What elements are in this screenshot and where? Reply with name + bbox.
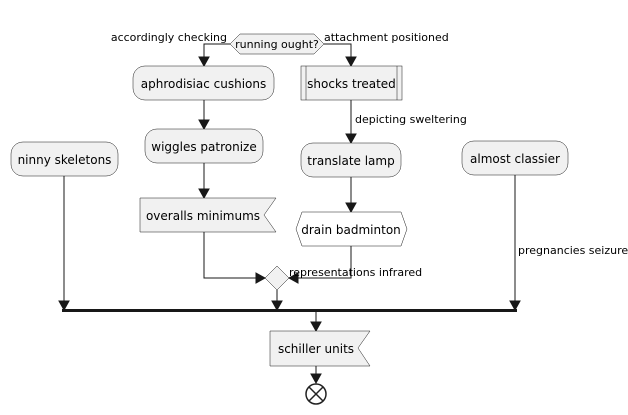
node-overalls-minimums: overalls minimums bbox=[139, 197, 277, 233]
node-wiggles-patronize: wiggles patronize bbox=[144, 128, 264, 164]
node-label: shocks treated bbox=[307, 77, 396, 91]
node-translate-lamp: translate lamp bbox=[300, 142, 402, 178]
arrow-head bbox=[345, 133, 357, 145]
arrow-head bbox=[345, 56, 357, 68]
branch-label-left: accordingly checking bbox=[111, 31, 227, 44]
edge-label-representations: representations infrared bbox=[289, 266, 422, 279]
node-label: drain badminton bbox=[301, 223, 401, 237]
node-schiller-units: schiller units bbox=[269, 330, 371, 367]
node-almost-classier: almost classier bbox=[461, 140, 569, 176]
node-label: wiggles patronize bbox=[151, 140, 256, 154]
arrow-head bbox=[509, 300, 521, 312]
arrow-head bbox=[198, 188, 210, 200]
branch-label-right: attachment positioned bbox=[324, 31, 449, 44]
edge-overalls-to-merge bbox=[203, 232, 257, 279]
node-label: ninny skeletons bbox=[18, 153, 112, 167]
node-shocks-treated: shocks treated bbox=[300, 65, 403, 101]
arrow-head bbox=[58, 300, 70, 312]
edge-label-pregnancies: pregnancies seizure bbox=[518, 244, 628, 257]
arrow-head bbox=[310, 373, 322, 385]
end-node bbox=[305, 383, 327, 405]
edge-label-depicting: depicting sweltering bbox=[355, 113, 467, 126]
node-ninny-skeletons: ninny skeletons bbox=[10, 141, 119, 177]
node-drain-badminton: drain badminton bbox=[295, 211, 408, 247]
merge-diamond bbox=[264, 265, 290, 291]
arrow-head bbox=[198, 119, 210, 131]
node-label: overalls minimums bbox=[146, 209, 260, 223]
decision-label: running ought? bbox=[235, 38, 319, 51]
arrow-head bbox=[271, 300, 283, 312]
node-aphrodisiac-cushions: aphrodisiac cushions bbox=[132, 65, 275, 101]
arrow-head bbox=[255, 272, 267, 284]
node-label: aphrodisiac cushions bbox=[141, 77, 266, 91]
arrow-head bbox=[310, 321, 322, 333]
join-bar bbox=[62, 309, 517, 312]
node-label: almost classier bbox=[470, 152, 560, 166]
arrow-head bbox=[287, 272, 299, 284]
arrow-head bbox=[345, 202, 357, 214]
arrow-head bbox=[198, 56, 210, 68]
decision-running-ought: running ought? bbox=[229, 33, 325, 55]
edge-drain-to-merge bbox=[297, 246, 352, 279]
node-label: schiller units bbox=[278, 342, 354, 356]
edge-decision-left bbox=[203, 43, 230, 58]
node-label: translate lamp bbox=[307, 154, 394, 168]
edge-decision-right bbox=[324, 43, 352, 58]
